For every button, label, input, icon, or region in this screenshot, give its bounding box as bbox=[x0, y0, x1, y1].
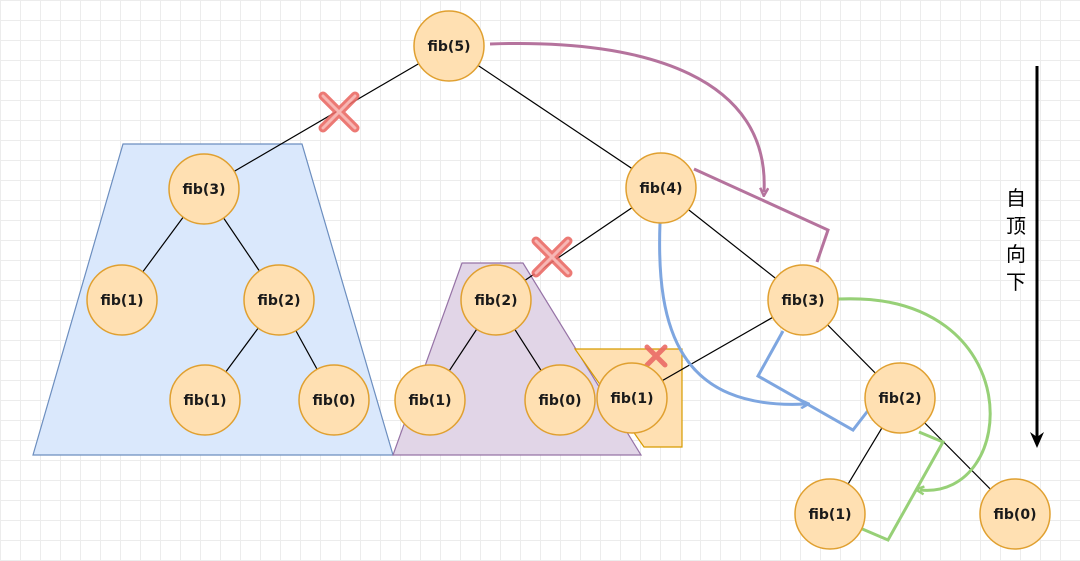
blue-bracket bbox=[755, 330, 872, 432]
node-label: fib(1) bbox=[101, 293, 144, 309]
node-circle bbox=[169, 364, 241, 436]
tree-nodes: fib(5) fib(3) fib(1) fib(2) fib(1) fib(0) fib(… bbox=[86, 10, 1051, 550]
node-label: fib(5) bbox=[428, 39, 471, 55]
tree-node: fib(1) bbox=[394, 364, 466, 436]
node-circle bbox=[625, 152, 697, 224]
tree-node: fib(3) bbox=[168, 153, 240, 225]
node-circle bbox=[394, 364, 466, 436]
node-label: fib(2) bbox=[258, 293, 301, 309]
node-label: fib(0) bbox=[539, 393, 582, 409]
pruned-call-marks bbox=[318, 91, 668, 368]
tree-node: fib(2) bbox=[460, 264, 532, 336]
tree-node: fib(1) bbox=[794, 478, 866, 550]
node-label: fib(3) bbox=[183, 182, 226, 198]
tree-node: fib(1) bbox=[596, 362, 668, 434]
direction-char-1: 自 bbox=[1006, 186, 1026, 210]
tree-edge bbox=[448, 45, 662, 189]
node-label: fib(0) bbox=[313, 393, 356, 409]
direction-indicator: 自 顶 向 下 bbox=[1006, 66, 1044, 448]
tree-edge bbox=[203, 45, 450, 190]
reuse-arrows bbox=[489, 41, 992, 542]
node-circle bbox=[596, 362, 668, 434]
direction-char-4: 下 bbox=[1006, 270, 1026, 294]
node-circle bbox=[168, 153, 240, 225]
node-circle bbox=[86, 264, 158, 336]
cross-mark-fib2 bbox=[531, 236, 573, 278]
purple-reuse-arrow bbox=[489, 41, 764, 192]
node-circle bbox=[767, 264, 839, 336]
node-label: fib(2) bbox=[475, 293, 518, 309]
tree-node: fib(2) bbox=[864, 362, 936, 434]
blue-reuse-arrow bbox=[658, 222, 805, 404]
tree-node: fib(3) bbox=[767, 264, 839, 336]
tree-node: fib(0) bbox=[524, 364, 596, 436]
direction-char-2: 顶 bbox=[1006, 214, 1026, 238]
tree-node: fib(4) bbox=[625, 152, 697, 224]
tree-node: fib(1) bbox=[169, 364, 241, 436]
cross-mark-fib3 bbox=[318, 91, 360, 133]
tree-node: fib(0) bbox=[979, 478, 1051, 550]
node-circle bbox=[979, 478, 1051, 550]
cross-mark-fib1 bbox=[644, 344, 668, 368]
node-label: fib(1) bbox=[809, 507, 852, 523]
node-label: fib(1) bbox=[409, 393, 452, 409]
node-label: fib(4) bbox=[640, 181, 683, 197]
node-circle bbox=[864, 362, 936, 434]
node-circle bbox=[298, 364, 370, 436]
node-circle bbox=[460, 264, 532, 336]
node-label: fib(3) bbox=[782, 293, 825, 309]
node-circle bbox=[524, 364, 596, 436]
tree-node: fib(2) bbox=[243, 264, 315, 336]
node-label: fib(1) bbox=[611, 391, 654, 407]
direction-char-3: 向 bbox=[1006, 242, 1026, 266]
green-reuse-arrow bbox=[837, 297, 992, 491]
tree-node: fib(5) bbox=[413, 10, 485, 82]
tree-node: fib(1) bbox=[86, 264, 158, 336]
node-label: fib(2) bbox=[879, 391, 922, 407]
purple-bracket bbox=[693, 167, 830, 263]
green-bracket bbox=[859, 430, 946, 542]
node-circle bbox=[243, 264, 315, 336]
node-circle bbox=[413, 10, 485, 82]
node-circle bbox=[794, 478, 866, 550]
tree-node: fib(0) bbox=[298, 364, 370, 436]
node-label: fib(1) bbox=[184, 393, 227, 409]
node-label: fib(0) bbox=[994, 507, 1037, 523]
